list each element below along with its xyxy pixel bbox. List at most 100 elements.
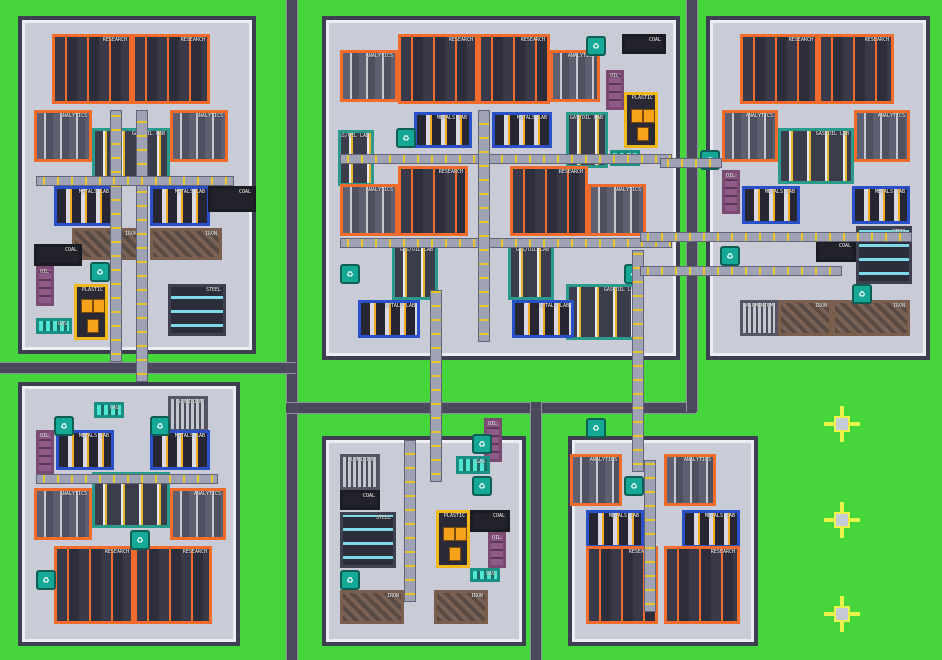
research-building[interactable]: RESEARCH [398,166,468,236]
recycle-icon[interactable]: ♻ [130,530,150,550]
metals-lab-building[interactable]: METALS LAB [414,112,472,148]
building-label: GAS [475,459,485,465]
road-horizontal-center [286,402,696,414]
analytics-building[interactable]: ANALYTICS [550,50,600,102]
gas-oil-lab-building[interactable]: GAS/OIL LAB [508,244,554,300]
analytics-building[interactable]: ANALYTICS [664,454,716,506]
recycle-icon[interactable]: ♻ [90,262,110,282]
recycle-icon[interactable]: ♻ [396,128,416,148]
oil-building[interactable]: OIL [722,170,740,214]
iron-building[interactable]: IRON [340,590,404,624]
coal-building[interactable]: COAL [34,244,82,266]
research-building[interactable]: RESEARCH [664,546,740,624]
recycle-icon[interactable]: ♻ [720,246,740,266]
metals-lab-building[interactable]: METALS LAB [586,510,644,548]
recycle-icon[interactable]: ♻ [150,416,170,436]
gas-building[interactable]: GAS [94,402,124,418]
analytics-building[interactable]: ANALYTICS [170,488,226,540]
research-building[interactable]: RESEARCH [134,546,212,624]
building-label: ALUMINIUM [347,457,375,463]
recycle-icon[interactable]: ♻ [624,476,644,496]
recycle-icon[interactable]: ♻ [852,284,872,304]
building-label: IRON [386,593,399,599]
coal-building[interactable]: COAL [622,34,666,54]
research-building[interactable]: RESEARCH [478,34,550,104]
recycle-icon[interactable]: ♻ [472,434,492,454]
aluminium-building[interactable]: ALUMINIUM [740,300,778,336]
research-building[interactable]: RESEARCH [818,34,894,104]
landing-pad-icon[interactable] [824,406,860,442]
building-label: ANALYTICS [745,113,773,119]
iron-building[interactable]: IRON [778,300,832,336]
building-label: METALS LAB [764,189,795,195]
building-label: OIL [487,421,497,427]
road-vertical-center [530,402,542,660]
aluminium-building[interactable]: ALUMINIUM [168,396,208,432]
gas-building[interactable]: GAS [456,456,490,474]
research-building[interactable]: RESEARCH [54,546,134,624]
coal-building[interactable]: COAL [470,510,510,532]
metals-lab-building[interactable]: METALS LAB [852,186,910,224]
recycle-icon[interactable]: ♻ [586,36,606,56]
landing-pad-icon[interactable] [824,596,860,632]
iron-building[interactable]: IRON [72,228,142,260]
research-building[interactable]: RESEARCH [510,166,588,236]
oil-building[interactable]: OIL [488,532,506,568]
building-label: ANALYTICS [683,457,711,463]
metals-lab-building[interactable]: METALS LAB [358,300,420,338]
recycle-icon[interactable]: ♻ [340,570,360,590]
research-building[interactable]: RESEARCH [132,34,210,104]
oil-building[interactable]: OIL [36,266,54,306]
metals-lab-building[interactable]: METALS LAB [150,430,210,470]
gas-oil-lab-building[interactable]: GAS/OIL LAB [566,284,642,340]
oil-building[interactable]: OIL [36,430,54,474]
landing-pad-icon[interactable] [824,502,860,538]
metals-lab-building[interactable]: METALS LAB [54,186,114,226]
building-label: METALS LAB [874,189,905,195]
metals-lab-building[interactable]: METALS LAB [56,430,114,470]
plastic-building[interactable]: PLASTIC [436,510,470,568]
research-building[interactable]: RESEARCH [398,34,478,104]
analytics-building[interactable]: ANALYTICS [570,454,622,506]
plastic-building[interactable]: PLASTIC [624,92,658,148]
recycle-icon[interactable]: ♻ [54,416,74,436]
conveyor-belt [36,474,218,484]
recycle-icon[interactable]: ♻ [340,264,360,284]
analytics-building[interactable]: ANALYTICS [854,110,910,162]
coal-building[interactable]: COAL [340,490,380,510]
building-label: IRON [470,593,483,599]
oil-building[interactable]: OIL [606,70,624,110]
aluminium-building[interactable]: ALUMINIUM [340,454,380,490]
analytics-building[interactable]: ANALYTICS [34,110,92,162]
building-label: RESEARCH [710,549,735,555]
recycle-icon[interactable]: ♻ [586,418,606,438]
coal-building[interactable]: COAL [816,240,856,262]
gas-building[interactable]: GAS [36,318,72,334]
metals-lab-building[interactable]: METALS LAB [742,186,800,224]
iron-building[interactable]: IRON [434,590,488,624]
analytics-building[interactable]: ANALYTICS [340,184,398,236]
metals-lab-building[interactable]: METALS LAB [682,510,740,548]
metals-lab-building[interactable]: METALS LAB [492,112,552,148]
plastic-building[interactable]: PLASTIC [74,284,108,340]
steel-building[interactable]: STEEL [340,512,396,568]
analytics-building[interactable]: ANALYTICS [170,110,228,162]
building-label: RESEARCH [520,37,545,43]
iron-building[interactable]: IRON [150,228,222,260]
coal-building[interactable]: COAL [208,186,256,212]
analytics-building[interactable]: ANALYTICS [722,110,778,162]
analytics-building[interactable]: ANALYTICS [588,184,646,236]
gas-oil-lab-building[interactable]: GAS/OIL LAB [778,128,854,184]
recycle-icon[interactable]: ♻ [472,476,492,496]
metals-lab-building[interactable]: METALS LAB [512,300,574,338]
gas-building[interactable]: GAS [470,568,500,582]
steel-building[interactable]: STEEL [168,284,226,336]
analytics-building[interactable]: ANALYTICS [340,50,398,102]
analytics-building[interactable]: ANALYTICS [34,488,92,540]
iron-building[interactable]: IRON [832,300,910,336]
research-building[interactable]: RESEARCH [52,34,132,104]
conveyor-belt [340,154,672,164]
research-building[interactable]: RESEARCH [740,34,818,104]
recycle-icon[interactable]: ♻ [36,570,56,590]
metals-lab-building[interactable]: METALS LAB [150,186,210,226]
